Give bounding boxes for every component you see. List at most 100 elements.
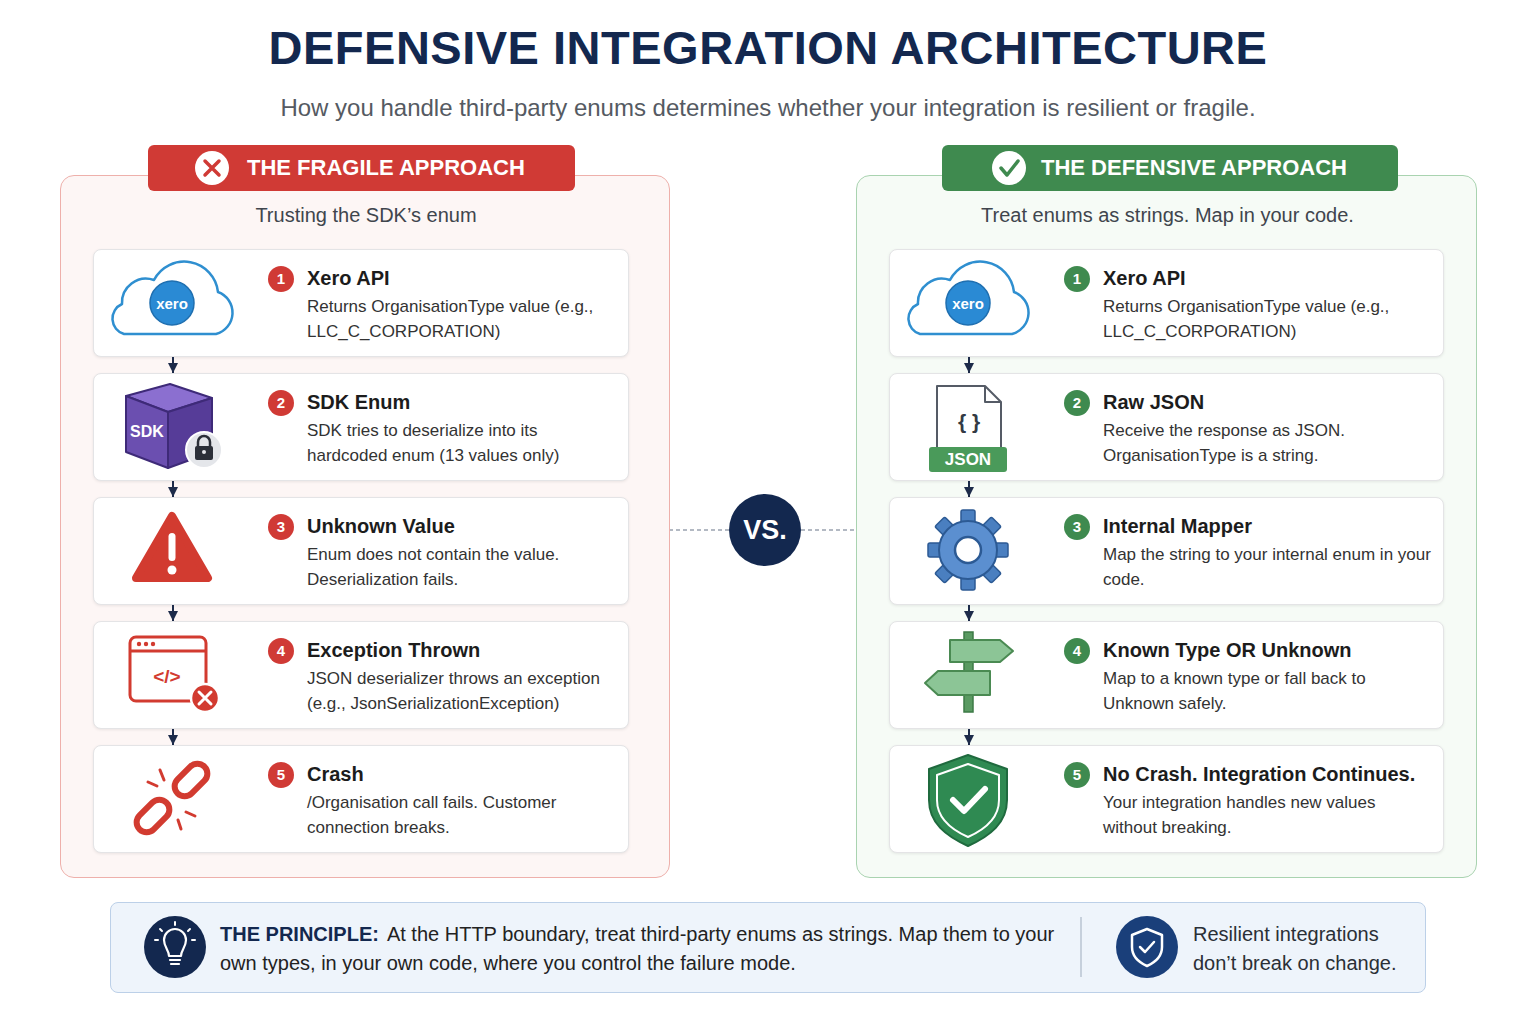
cloud-icon [908,262,1028,334]
text-wrap: Internal MapperMap the string to your in… [1103,513,1433,592]
flow-arrow [968,481,970,497]
step-number: 4 [1064,638,1090,664]
gear-icon [928,510,1008,590]
number-wrap: 1 [268,266,294,292]
panel-heading: THE DEFENSIVE APPROACH [1041,155,1347,181]
number-wrap: 5 [1064,762,1090,788]
icon-text: </> [153,666,180,688]
step-number: 2 [1064,390,1090,416]
broken-chain-icon [132,759,211,836]
signpost-icon [925,632,1013,712]
text-wrap: No Crash. Integration Continues. Your int… [1103,761,1433,840]
panel-heading: THE FRAGILE APPROACH [247,155,525,181]
dashed-connector [801,529,856,531]
step-number: 3 [268,514,294,540]
warning-icon [136,516,208,578]
number-wrap: 5 [268,762,294,788]
text-wrap: Crash/Organisation call fails. Customer … [307,761,618,840]
shield-icon [929,755,1007,846]
dashed-connector [670,529,729,531]
code-error-icon [130,637,219,712]
step-heading: Raw JSON [1103,389,1433,415]
logo-text: xero [952,295,984,312]
principle-wrap: THE PRINCIPLE:At the HTTP boundary, trea… [220,920,1060,978]
motto-text: Resilient integrations don’t break on ch… [1193,920,1418,978]
text-wrap: SDK EnumSDK tries to deserialize into it… [307,389,618,468]
sdk-cube-icon [126,384,222,468]
flow-arrow [968,729,970,745]
card-body: Enum does not contain the value. Deseria… [307,542,618,592]
number-wrap: 1 [1064,266,1090,292]
motto-wrap: Resilient integrations don’t break on ch… [1193,920,1418,978]
subtitle: How you handle third-party enums determi… [280,94,1255,122]
vs-circle: VS. [729,494,801,566]
fail-badge-icon [195,151,229,185]
card-body: Returns OrganisationType value (e.g., LL… [307,294,618,344]
step-heading: Exception Thrown [307,637,618,663]
step-heading: Known Type OR Unknown [1103,637,1433,663]
lightbulb-icon [144,916,206,978]
json-file-icon [929,386,1007,472]
step-number: 1 [268,266,294,292]
card-body: Receive the response as JSON. Organisati… [1103,418,1433,468]
step-heading: Xero API [1103,265,1433,291]
number-wrap: 2 [268,390,294,416]
number-wrap: 4 [1064,638,1090,664]
icon-text: { } [958,410,980,434]
text-wrap: Known Type OR UnknownMap to a known type… [1103,637,1433,716]
title: DEFENSIVE INTEGRATION ARCHITECTURE [0,20,1536,75]
step-heading: Internal Mapper [1103,513,1433,539]
step-heading: SDK Enum [307,389,618,415]
shield-badge-icon [1116,916,1178,978]
divider-line [1080,917,1082,977]
cloud-icon [112,262,232,334]
card-body: SDK tries to deserialize into its hardco… [307,418,618,468]
flow-arrow [172,605,174,621]
card-body: /Organisation call fails. Customer conne… [307,790,618,840]
number-wrap: 2 [1064,390,1090,416]
text-wrap: Xero API Returns OrganisationType value (… [307,265,618,344]
card-body: Map the string to your internal enum in … [1103,542,1433,592]
card-body: JSON deserializer throws an exception (e… [307,666,618,716]
subtitle-wrap: Treat enums as strings. Map in your code… [857,204,1478,227]
flow-arrow [968,357,970,373]
logo-text: xero [156,295,188,312]
card-body: Map to a known type or fall back to Unkn… [1103,666,1433,716]
vs-text: VS. [743,515,787,546]
text-wrap: Raw JSON Receive the response as JSON. Or… [1103,389,1433,468]
ok-badge-icon [992,151,1026,185]
title-wrap: DEFENSIVE INTEGRATION ARCHITECTURE [0,20,1536,75]
principle-heading: THE PRINCIPLE: [220,923,379,945]
step-number: 5 [268,762,294,788]
panel-subtitle: Trusting the SDK’s enum [61,204,671,227]
step-heading: Unknown Value [307,513,618,539]
step-heading: Crash [307,761,618,787]
step-heading: No Crash. Integration Continues. [1103,761,1433,787]
icon-text: SDK [130,423,164,441]
flow-arrow [172,357,174,373]
step-heading: Xero API [307,265,618,291]
step-number: 3 [1064,514,1090,540]
panel-subtitle: Treat enums as strings. Map in your code… [857,204,1478,227]
card-body: Your integration handles new values with… [1103,790,1433,840]
number-wrap: 3 [1064,514,1090,540]
step-number: 5 [1064,762,1090,788]
subtitle-wrap: Trusting the SDK’s enum [61,204,671,227]
text-wrap: Unknown ValueEnum does not contain the v… [307,513,618,592]
principle-box: THE PRINCIPLE:At the HTTP boundary, trea… [110,902,1426,993]
flow-arrow [172,481,174,497]
step-number: 1 [1064,266,1090,292]
text-wrap: Xero APIReturns OrganisationType value (… [1103,265,1433,344]
flow-arrow [172,729,174,745]
number-wrap: 4 [268,638,294,664]
number-wrap: 3 [268,514,294,540]
flow-arrow [968,605,970,621]
step-card: 5 Crash/Organisation call fails. Customer… [93,745,629,853]
icon-text: JSON [945,450,991,470]
step-number: 4 [268,638,294,664]
text-wrap: Exception ThrownJSON deserializer throws… [307,637,618,716]
step-number: 2 [268,390,294,416]
